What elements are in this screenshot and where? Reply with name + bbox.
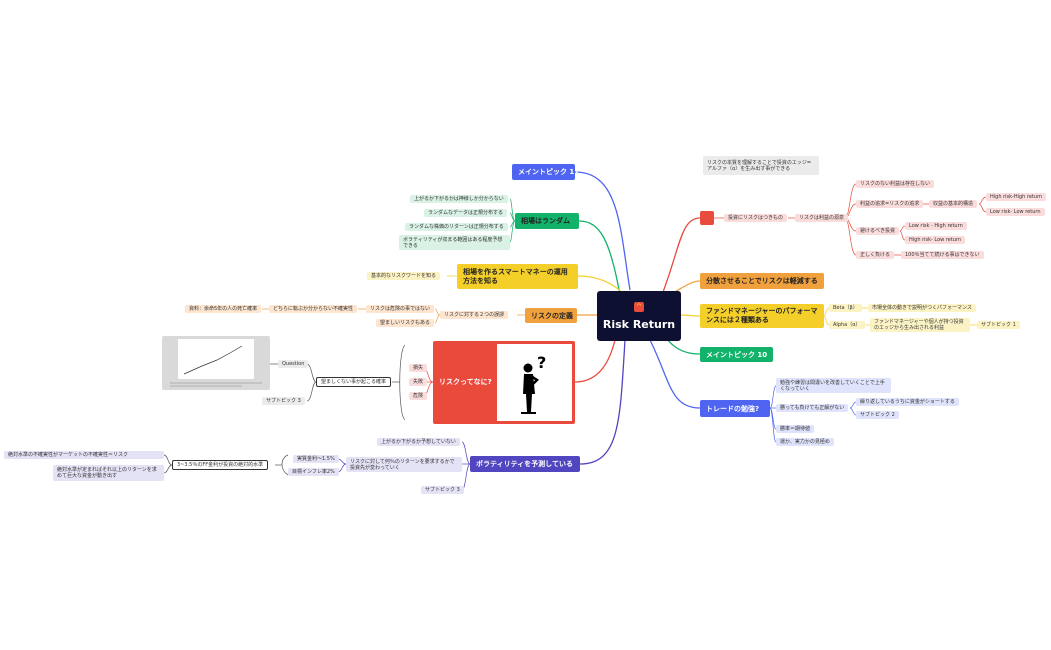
what-is-risk-title: リスクってなに? bbox=[439, 378, 492, 386]
trade-item-4[interactable]: 運か、実力かの見極め bbox=[776, 438, 834, 446]
diversify-topic[interactable]: 分散させることでリスクは軽減する bbox=[700, 273, 824, 289]
sub-topic-3-left[interactable]: サブトピック 3 bbox=[262, 397, 305, 405]
random-item-2[interactable]: ランダムなデータは正規分布する bbox=[424, 209, 508, 217]
high-low[interactable]: High risk- Low return bbox=[905, 236, 966, 244]
smart-item[interactable]: 基本的なリスクワードを知る bbox=[367, 272, 441, 280]
real-rate[interactable]: 実質金利〜1.5% bbox=[293, 455, 339, 463]
inflation-target[interactable]: 目標インフレ率2% bbox=[288, 468, 339, 476]
main-topic-10[interactable]: メイントピック 10 bbox=[700, 347, 774, 362]
vol-item-b[interactable]: リスクに対して何％のリターンを要求するかで投資先が変わっていく bbox=[346, 457, 462, 472]
lose-correctly[interactable]: 正しく負ける bbox=[856, 251, 895, 259]
market-uncertainty[interactable]: 絶対水準の不確実性がマーケットの不確実性＝リスク bbox=[4, 451, 164, 459]
fund-subtopic[interactable]: サブトピック 1 bbox=[977, 321, 1020, 329]
profit-pursuit[interactable]: 利益の追求=リスクの追求 bbox=[856, 200, 924, 208]
trade-item-2[interactable]: 勝っても負けても正解がない bbox=[776, 404, 849, 412]
random-item-4[interactable]: ボラティリティが収まる範囲はある程度予想できる bbox=[399, 235, 510, 250]
two-fallacies[interactable]: リスクに対する２つの誤謬 bbox=[440, 311, 509, 319]
line-chart-thumbnail bbox=[170, 339, 262, 387]
random-item-3[interactable]: ランダムな株価のリターンは正規分布する bbox=[405, 223, 508, 231]
no-riskless-profit[interactable]: リスクのない利益は存在しない bbox=[856, 180, 935, 188]
random-item-1[interactable]: 上がるか下がるかは神様しか分からない bbox=[410, 195, 508, 203]
basic-structure[interactable]: 収益の基本的構造 bbox=[929, 200, 978, 208]
question-node[interactable]: Question bbox=[278, 360, 309, 368]
cannot-always-win[interactable]: 100％当てて続ける事はできない bbox=[901, 251, 984, 259]
undesirable-probability[interactable]: 望ましくない事が起こる確率 bbox=[316, 377, 392, 387]
beta-node[interactable]: Beta（β） bbox=[829, 304, 862, 312]
volatility-topic[interactable]: ボラティリティを予測している bbox=[470, 456, 580, 472]
main-topic-11[interactable]: メイントピック 11 bbox=[512, 164, 579, 180]
risk-not-danger[interactable]: リスクは危険の事ではない bbox=[366, 305, 435, 313]
mortality-data[interactable]: 資料：余命5年の人の死亡確率 bbox=[185, 305, 262, 313]
svg-text:?: ? bbox=[537, 353, 546, 372]
vol-sub[interactable]: サブトピック 3 bbox=[421, 486, 464, 494]
tag-danger[interactable]: 危険 bbox=[409, 392, 428, 400]
red-topic-node[interactable] bbox=[700, 211, 714, 225]
vol-item-a[interactable]: 上がるか下がるか予想していない bbox=[377, 438, 460, 446]
trade-sub-2[interactable]: サブトピック 2 bbox=[856, 411, 899, 419]
beta-desc[interactable]: 市場全体の動きで説明がつくパフォーマンス bbox=[868, 304, 976, 312]
random-market-topic[interactable]: 相場はランダム bbox=[515, 213, 579, 229]
trade-sub-1[interactable]: 繰り返しているうちに資金がショートする bbox=[856, 398, 959, 406]
low-high[interactable]: Low risk - High return bbox=[905, 222, 967, 230]
what-is-risk-topic[interactable]: リスクってなに? ? bbox=[433, 341, 575, 424]
central-icon: ^ bbox=[634, 301, 644, 312]
trade-item-3[interactable]: 勝率＝期待値 bbox=[776, 425, 815, 433]
low-low[interactable]: Low risk- Low return bbox=[986, 208, 1045, 216]
ff-rate-level[interactable]: 3~3.5％のFF金利が投資の絶対的水準 bbox=[172, 460, 269, 470]
risk-inevitable[interactable]: 投資にリスクはつきもの bbox=[724, 214, 788, 222]
central-title: Risk Return bbox=[602, 317, 676, 331]
risk-source[interactable]: リスクは利益の源泉 bbox=[795, 214, 849, 222]
high-high[interactable]: High risk-High return bbox=[986, 193, 1047, 201]
thinking-figure-image: ? bbox=[497, 344, 572, 421]
capital-movement[interactable]: 絶対水準が定まればそれ以上のリターンを求めて巨大な資金が動き出す bbox=[53, 465, 164, 481]
avoid-investment[interactable]: 避けるべき投資 bbox=[856, 227, 900, 235]
trade-item-1[interactable]: 勉強や練習は間違いを改善していくことで上手くなっていく bbox=[776, 378, 891, 393]
risk-definition-topic[interactable]: リスクの定義 bbox=[525, 308, 577, 323]
question-person-icon: ? bbox=[521, 353, 546, 414]
fund-manager-topic[interactable]: ファンドマネージャーのパフォーマンスには２種類ある bbox=[700, 304, 824, 328]
uncertainty[interactable]: どちらに転ぶか分からない不確実性 bbox=[269, 305, 358, 313]
alpha-node[interactable]: Alpha（α） bbox=[829, 321, 865, 329]
note-alpha: リスクの本質を理解することで投資のエッジ=アルファ（α）を生み出す事ができる bbox=[703, 156, 819, 175]
mortality-chart-image bbox=[162, 336, 270, 390]
desirable-risk[interactable]: 望ましいリスクもある bbox=[376, 319, 435, 327]
tag-loss[interactable]: 損失 bbox=[409, 364, 428, 372]
alpha-desc[interactable]: ファンドマネージャーや個人が持つ投資のエッジから生み出される利益 bbox=[870, 318, 970, 332]
central-topic[interactable]: ^ Risk Return bbox=[597, 291, 681, 341]
tag-failure[interactable]: 失敗 bbox=[409, 378, 428, 386]
trade-study-topic[interactable]: トレードの勉強? bbox=[700, 400, 770, 417]
smart-money-topic[interactable]: 相場を作るスマートマネーの運用方法を知る bbox=[457, 264, 578, 289]
